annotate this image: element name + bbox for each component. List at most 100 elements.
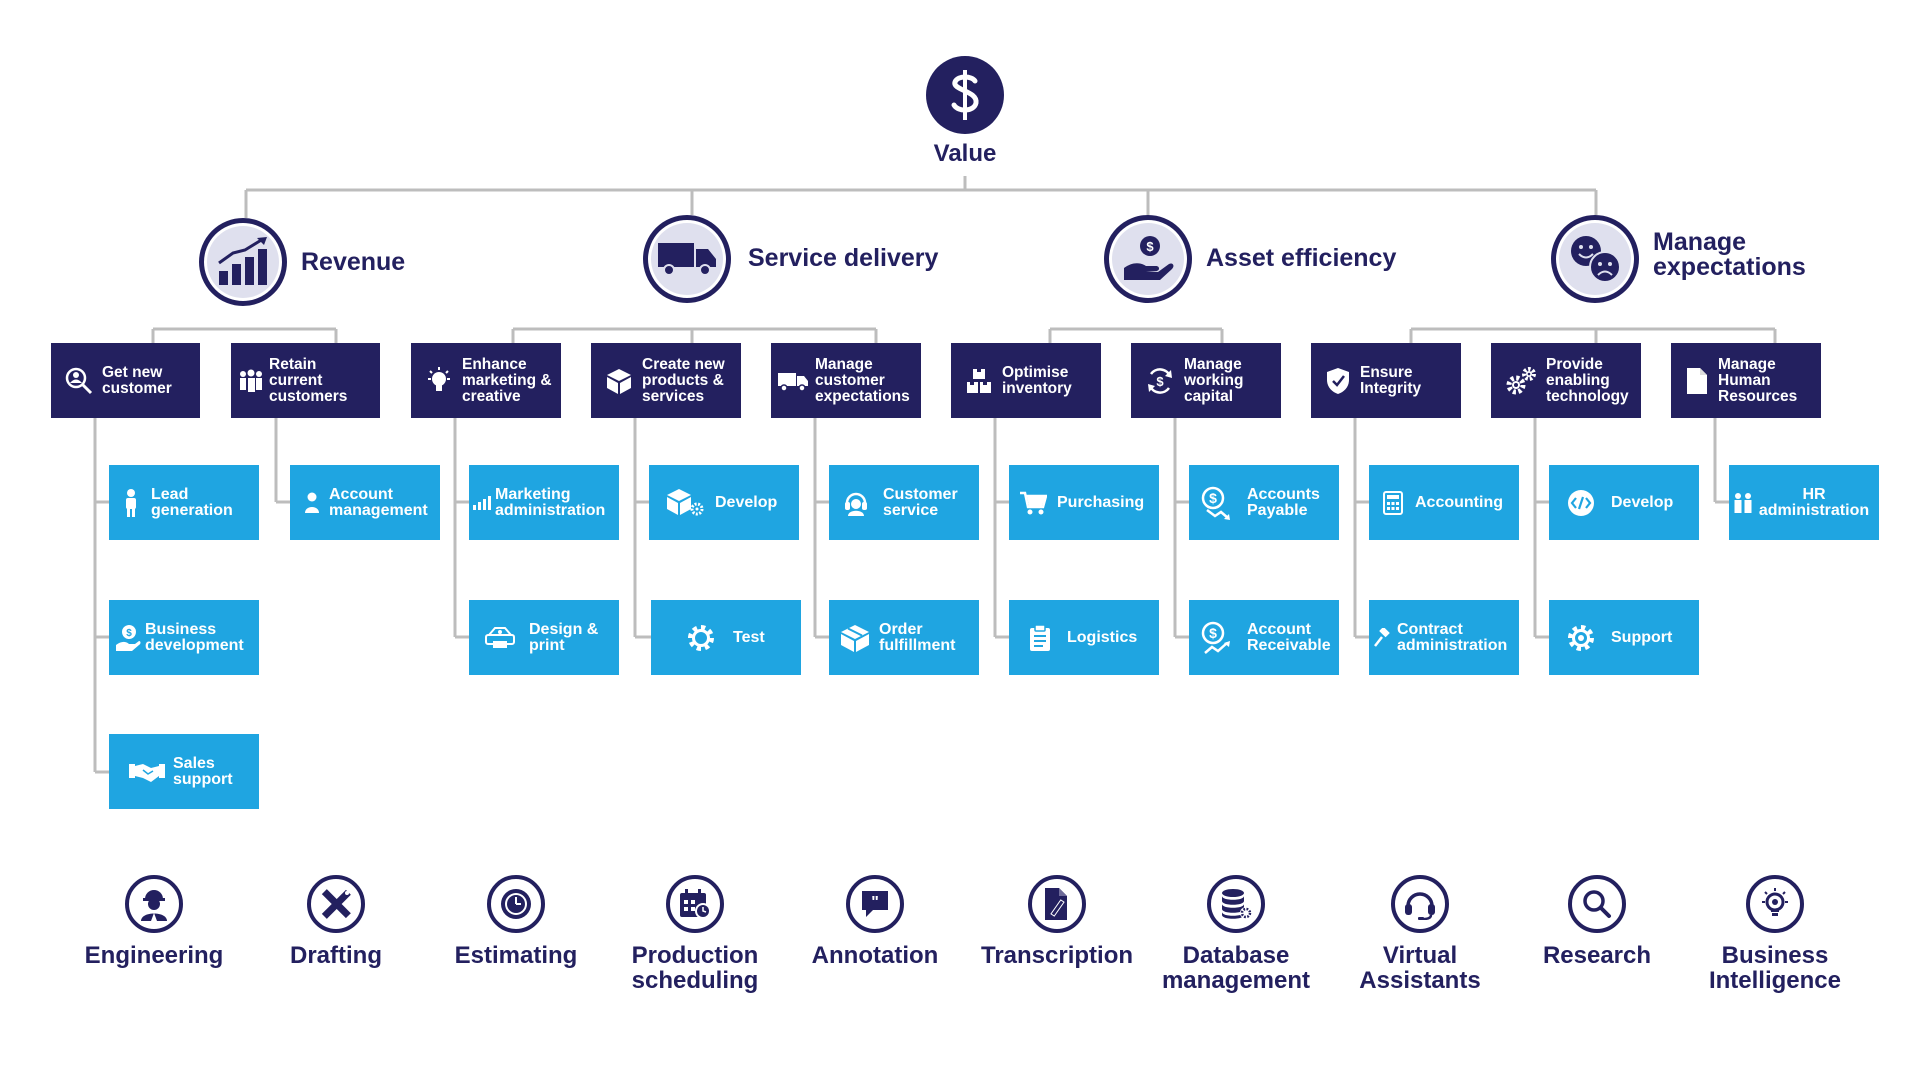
category-revenue-label: Revenue [301, 248, 406, 276]
service-label: Virtual Assistants [1359, 942, 1481, 994]
category-revenue-node [199, 218, 287, 306]
subcategory-label: Manage customer expectations [815, 355, 910, 405]
subcategory-manage-working-capital: $ Manage working capital [1131, 343, 1281, 418]
gears-icon [1505, 365, 1537, 397]
category-manage-expectations-node [1551, 215, 1639, 303]
task-account-receivable: $ Account Receivable [1189, 600, 1339, 675]
handshake-icon [129, 760, 165, 784]
service-production-scheduling: Production scheduling [595, 875, 795, 993]
task-hr-administration: HR administration [1729, 465, 1879, 540]
service-drafting: Drafting [236, 875, 436, 968]
task-label: Customer service [883, 485, 958, 519]
service-label: Transcription [980, 942, 1134, 969]
subcategory-manage-human-resources: Manage Human Resources [1671, 343, 1821, 418]
svg-text:": " [871, 894, 879, 911]
stacked-boxes-icon [965, 367, 993, 395]
dollar-up-icon: $ [1201, 621, 1231, 655]
task-accounts-payable: $ Accounts Payable [1189, 465, 1339, 540]
task-develop-technology: Develop [1549, 465, 1699, 540]
task-sales-support: Sales support [109, 734, 259, 809]
clipboard-icon [1029, 623, 1051, 652]
delivery-truck-icon [777, 370, 809, 392]
service-label: Drafting [290, 942, 382, 969]
task-label: Purchasing [1057, 493, 1145, 511]
subcategory-label: Create new products & services [642, 355, 725, 405]
task-label: HR administration [1758, 485, 1870, 519]
subcategory-create-new-products: Create new products & services [591, 343, 741, 418]
box-gear-icon [665, 487, 705, 519]
task-label: Design & print [529, 620, 599, 654]
bar-chart-growth-icon [218, 237, 267, 285]
user-icon [304, 492, 320, 514]
task-label: Accounting [1415, 493, 1503, 511]
category-service-delivery-label: Service delivery [748, 244, 939, 272]
task-develop-products: Develop [649, 465, 799, 540]
service-label: Engineering [84, 942, 224, 969]
subcategory-label: Ensure Integrity [1360, 363, 1422, 397]
service-engineering: Engineering [54, 875, 254, 968]
subcategory-label: Manage working capital [1184, 355, 1244, 405]
subcategory-label: Manage Human Resources [1718, 355, 1798, 405]
lightbulb-icon [425, 366, 453, 396]
lightbulb-icon [1746, 875, 1804, 933]
subcategory-label: Retain current customers [269, 355, 348, 405]
subcategory-label: Get new customer [102, 363, 172, 397]
people-group-icon [237, 368, 265, 394]
service-virtual-assistants: Virtual Assistants [1320, 875, 1520, 993]
search-icon [1568, 875, 1626, 933]
task-design-print: Design & print [469, 600, 619, 675]
task-customer-service: Customer service [829, 465, 979, 540]
subcategory-ensure-integrity: Ensure Integrity [1311, 343, 1461, 418]
subcategory-optimise-inventory: Optimise inventory [951, 343, 1101, 418]
svg-text:$: $ [1156, 374, 1164, 389]
gear-icon [1567, 624, 1595, 652]
quote-bubble-icon: " [846, 875, 904, 933]
category-manage-expectations-label: Manage expectations [1653, 228, 1806, 281]
svg-text:$: $ [1209, 490, 1217, 506]
task-label: Develop [1611, 493, 1674, 511]
service-database-management: Database management [1136, 875, 1336, 993]
engineer-icon [125, 875, 183, 933]
task-label: Support [1611, 628, 1673, 646]
category-asset-efficiency-label: Asset efficiency [1206, 244, 1397, 272]
gavel-icon [1373, 627, 1391, 648]
task-label: Accounts Payable [1247, 485, 1320, 519]
truck-icon [658, 243, 716, 276]
svg-text:$: $ [126, 628, 132, 639]
calendar-clock-icon [666, 875, 724, 933]
root-node [926, 56, 1004, 134]
headset-icon [843, 490, 869, 516]
task-label: Order fulfillment [879, 620, 956, 654]
svg-text:$: $ [1209, 625, 1217, 641]
calculator-icon [1383, 490, 1403, 515]
task-logistics: Logistics [1009, 600, 1159, 675]
ruler-pencil-icon [307, 875, 365, 933]
gear-icon [687, 624, 715, 652]
document-pen-icon [1028, 875, 1086, 933]
task-test: Test [651, 600, 801, 675]
task-business-development: $ Business development [109, 600, 259, 675]
dollar-icon [951, 70, 979, 120]
cart-icon [1019, 491, 1047, 515]
money-cycle-icon: $ [1145, 366, 1175, 396]
category-service-delivery-node [643, 215, 731, 303]
subcategory-enhance-marketing: Enhance marketing & creative [411, 343, 561, 418]
task-accounting: Accounting [1369, 465, 1519, 540]
service-label: Annotation [811, 942, 939, 969]
service-business-intelligence: Business Intelligence [1675, 875, 1875, 993]
task-contract-administration: Contract administration [1369, 600, 1519, 675]
subcategory-manage-customer-expectations: Manage customer expectations [771, 343, 921, 418]
people-icon [1733, 492, 1753, 514]
shield-check-icon [1325, 367, 1351, 395]
task-label: Marketing administration [495, 485, 606, 519]
printer-icon [485, 626, 515, 649]
document-icon [1685, 367, 1709, 395]
task-purchasing: Purchasing [1009, 465, 1159, 540]
service-label: Business Intelligence [1708, 942, 1842, 994]
task-label: Develop [715, 493, 778, 511]
task-lead-generation: Lead generation [109, 465, 259, 540]
service-transcription: Transcription [957, 875, 1157, 968]
task-marketing-administration: Marketing administration [469, 465, 619, 540]
task-account-management: Account management [290, 465, 440, 540]
